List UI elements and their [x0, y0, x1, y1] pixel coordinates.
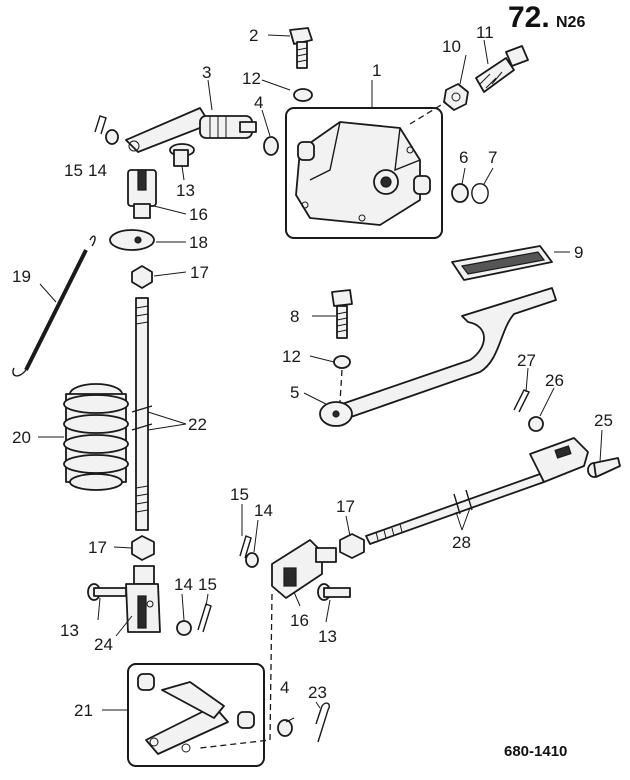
callout-18: 18 — [189, 233, 208, 252]
part-8-bolt — [331, 289, 353, 339]
part-7-clip — [471, 183, 489, 204]
callout-8: 8 — [290, 307, 299, 326]
part-17-nut-right — [339, 533, 365, 559]
callout-26: 26 — [545, 371, 564, 390]
callout-13-bottom: 13 — [318, 627, 337, 646]
callout-14-right: 14 — [254, 501, 273, 520]
callout-12-top: 12 — [242, 69, 261, 88]
callout-19: 19 — [12, 267, 31, 286]
callout-3: 3 — [202, 63, 211, 82]
part-16-clevis-bottom — [271, 539, 337, 599]
part-12-washer — [293, 88, 313, 102]
part-26-washer — [528, 416, 544, 432]
callout-28: 28 — [452, 533, 471, 552]
part-4-washer-bottom — [277, 719, 293, 737]
callout-10: 10 — [442, 37, 461, 56]
part-22-rod — [131, 297, 153, 531]
leader-lines — [38, 34, 603, 723]
callout-13-top: 13 — [176, 181, 195, 200]
part-27-pin — [513, 389, 530, 413]
part-13-pin-bottom — [317, 583, 351, 601]
callout-2: 2 — [249, 26, 258, 45]
callout-16-bottom: 16 — [290, 611, 309, 630]
part-14-washer-right — [245, 552, 259, 568]
part-15-pin-mid — [197, 603, 212, 633]
reference-code: 680-1410 — [504, 743, 567, 760]
part-21-bracket — [127, 663, 265, 767]
callout-5: 5 — [290, 383, 299, 402]
part-23-clip — [315, 702, 331, 743]
part-13-pin-left — [87, 583, 127, 601]
part-18-plate — [109, 229, 155, 251]
callout-22: 22 — [188, 415, 207, 434]
part-16-clevis-top — [127, 169, 157, 219]
part-1-housing — [285, 107, 443, 239]
callout-23: 23 — [308, 683, 327, 702]
part-12-washer-mid — [333, 355, 351, 369]
callout-15-top: 15 — [64, 161, 83, 180]
callout-21: 21 — [74, 701, 93, 720]
part-13-pin-top — [169, 143, 195, 167]
part-28-rod — [365, 437, 589, 545]
callout-14-mid: 14 — [174, 575, 193, 594]
part-4-washer-top — [263, 136, 279, 156]
part-14-washer-mid — [176, 620, 192, 636]
part-17-nut-bottom — [131, 535, 155, 561]
part-6-washer — [451, 183, 469, 203]
callout-4-bottom: 4 — [280, 678, 289, 697]
part-10-nut — [443, 83, 469, 111]
callout-17-right: 17 — [336, 497, 355, 516]
callout-15-right: 15 — [230, 485, 249, 504]
part-15-pin-right — [239, 535, 252, 559]
part-2-bolt — [289, 27, 313, 69]
part-25-pin — [587, 457, 621, 478]
callout-labels: 2 1 3 10 11 12 4 6 7 15 14 13 16 18 17 1… — [12, 23, 613, 720]
callout-6: 6 — [459, 148, 468, 167]
callout-1: 1 — [372, 61, 381, 80]
callout-12-mid: 12 — [282, 347, 301, 366]
callout-11: 11 — [476, 23, 494, 42]
part-14-washer — [105, 129, 119, 145]
callout-24: 24 — [94, 635, 113, 654]
callout-17-top: 17 — [190, 263, 209, 282]
callout-14-top: 14 — [88, 161, 107, 180]
part-3-lever — [125, 107, 257, 153]
page-suffix: N26 — [556, 14, 585, 31]
callout-16-top: 16 — [189, 205, 208, 224]
callout-15-mid: 15 — [198, 575, 217, 594]
callout-27: 27 — [517, 351, 536, 370]
part-9-pedal-pad — [451, 245, 553, 281]
page-number: 72. — [508, 1, 550, 34]
part-5-pedal-arm — [319, 287, 557, 427]
part-24-clevis-bottom — [125, 565, 161, 633]
callout-4-top: 4 — [254, 93, 263, 112]
part-19-spring — [12, 235, 96, 377]
part-20-bellows — [63, 383, 129, 491]
part-17-nut-top — [131, 265, 153, 289]
part-11-bolt — [475, 45, 529, 93]
callout-13-left: 13 — [60, 621, 79, 640]
part-15-pin — [94, 115, 107, 135]
callout-25: 25 — [594, 411, 613, 430]
callout-9: 9 — [574, 243, 583, 262]
callout-7: 7 — [488, 148, 497, 167]
callout-20: 20 — [12, 428, 31, 447]
callout-17-left: 17 — [88, 538, 107, 557]
